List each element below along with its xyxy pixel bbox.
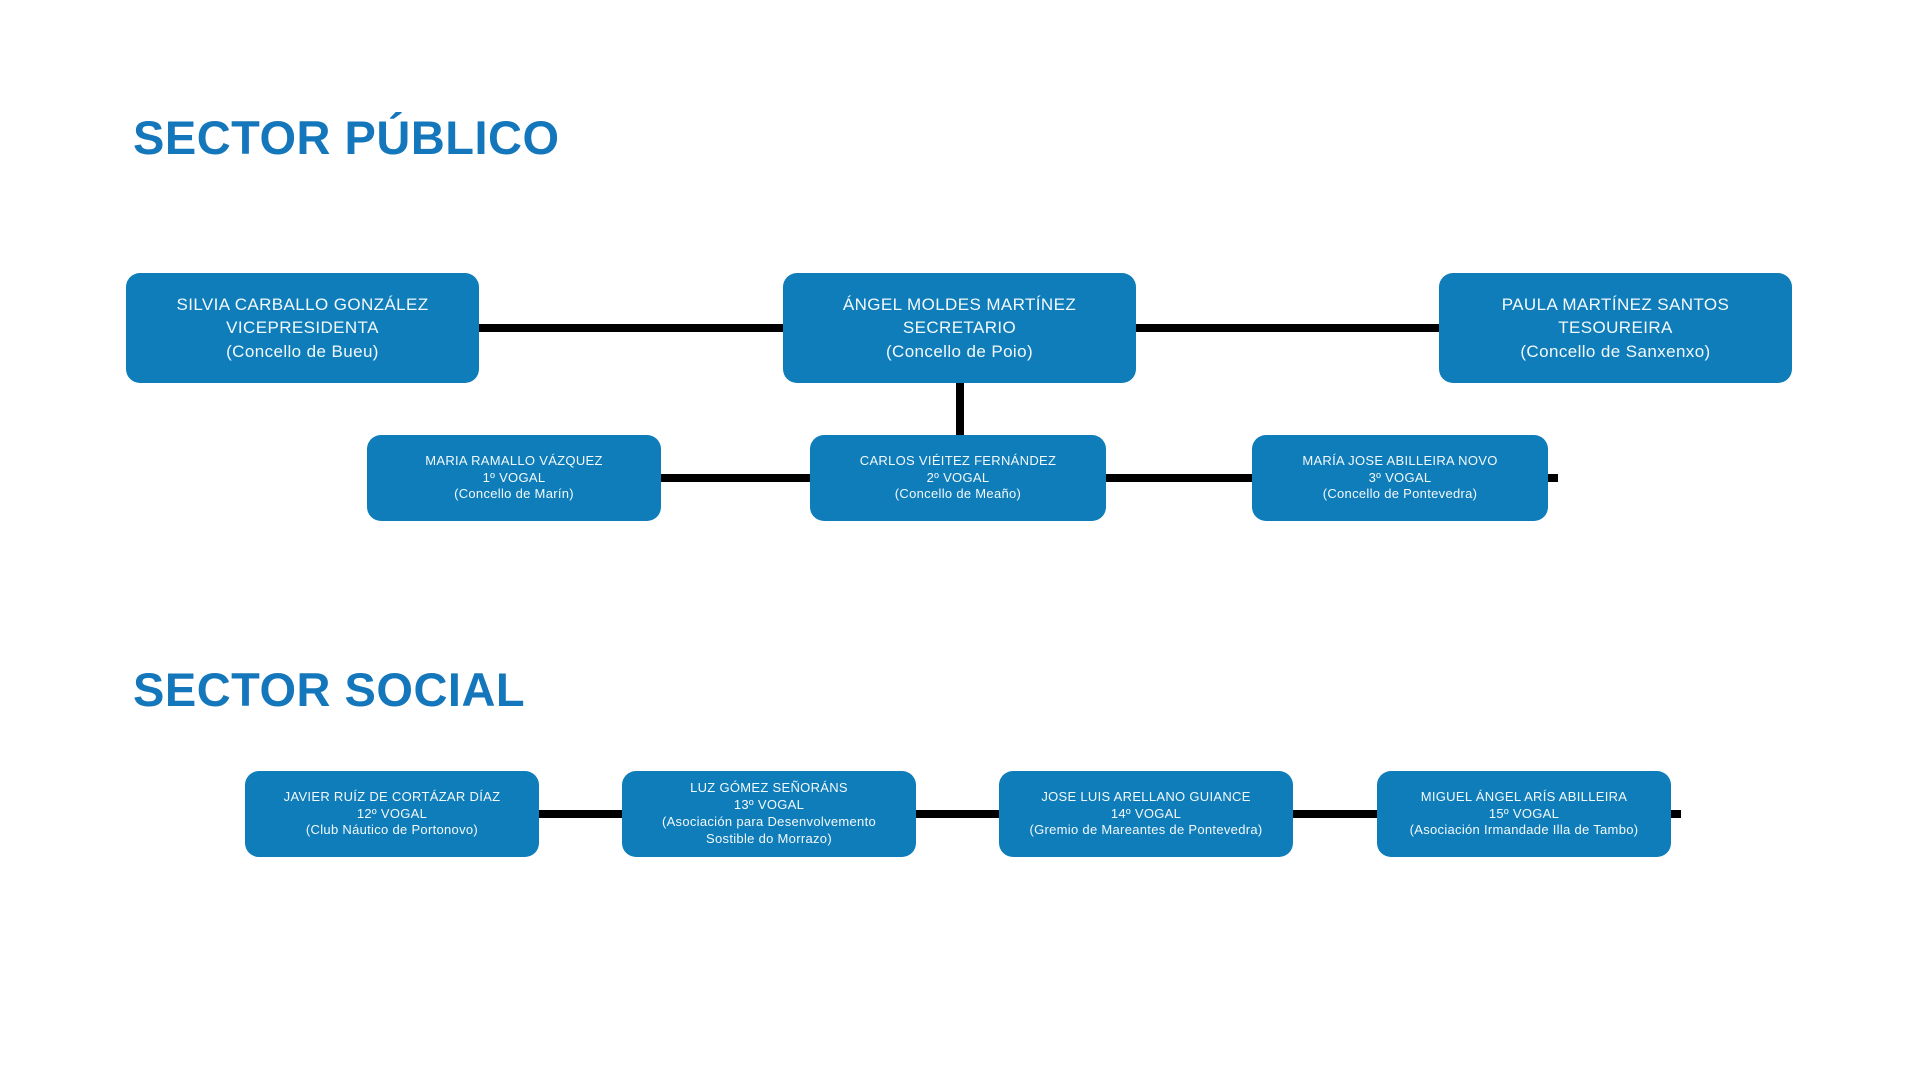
org-node-vogal-3: MARÍA JOSE ABILLEIRA NOVO 3º VOGAL (Conc… <box>1252 435 1548 521</box>
person-org: (Concello de Poio) <box>885 341 1034 361</box>
person-org: (Club Náutico de Portonovo) <box>305 822 479 838</box>
org-node-vogal-13: LUZ GÓMEZ SEÑORÁNS 13º VOGAL (Asociación… <box>622 771 916 857</box>
person-org: (Asociación Irmandade Illa de Tambo) <box>1409 822 1639 838</box>
person-name: JAVIER RUÍZ DE CORTÁZAR DÍAZ <box>283 788 501 804</box>
person-name: PAULA MARTÍNEZ SANTOS <box>1501 294 1730 314</box>
person-role: 3º VOGAL <box>1368 469 1432 485</box>
section-title-sector-publico: SECTOR PÚBLICO <box>133 111 560 164</box>
connector-line <box>1106 474 1252 482</box>
connector-line <box>661 474 810 482</box>
person-org: (Concello de Meaño) <box>894 486 1022 502</box>
org-node-vogal-2: CARLOS VIÉITEZ FERNÁNDEZ 2º VOGAL (Conce… <box>810 435 1106 521</box>
org-node-secretario: ÁNGEL MOLDES MARTÍNEZ SECRETARIO (Concel… <box>783 273 1136 383</box>
person-name: MARÍA JOSE ABILLEIRA NOVO <box>1302 452 1498 468</box>
person-name: CARLOS VIÉITEZ FERNÁNDEZ <box>859 452 1057 468</box>
person-role: VICEPRESIDENTA <box>226 318 379 338</box>
person-name: MARIA RAMALLO VÁZQUEZ <box>425 452 603 468</box>
person-role: 14º VOGAL <box>1110 805 1182 821</box>
connector-line <box>479 324 783 332</box>
person-role: TESOUREIRA <box>1558 318 1673 338</box>
connector-line <box>916 810 999 818</box>
person-role: SECRETARIO <box>902 318 1017 338</box>
org-node-vogal-15: MIGUEL ÁNGEL ARÍS ABILLEIRA 15º VOGAL (A… <box>1377 771 1671 857</box>
connector-line <box>1293 810 1377 818</box>
person-name: MIGUEL ÁNGEL ARÍS ABILLEIRA <box>1420 788 1628 804</box>
connector-line <box>1671 810 1681 818</box>
person-role: 13º VOGAL <box>733 797 805 813</box>
person-role: 1º VOGAL <box>482 469 546 485</box>
org-node-vogal-14: JOSE LUIS ARELLANO GUIANCE 14º VOGAL (Gr… <box>999 771 1293 857</box>
person-org: (Gremio de Mareantes de Pontevedra) <box>1029 822 1263 838</box>
person-name: LUZ GÓMEZ SEÑORÁNS <box>690 780 848 796</box>
person-org: (Concello de Marín) <box>454 486 574 502</box>
connector-line <box>1135 324 1439 332</box>
person-org: (Concello de Sanxenxo) <box>1520 341 1711 361</box>
org-node-tesoureira: PAULA MARTÍNEZ SANTOS TESOUREIRA (Concel… <box>1439 273 1792 383</box>
person-role: 2º VOGAL <box>926 469 990 485</box>
org-node-vogal-12: JAVIER RUÍZ DE CORTÁZAR DÍAZ 12º VOGAL (… <box>245 771 539 857</box>
person-org: (Asociación para Desenvolvemento Sostibl… <box>661 814 877 846</box>
connector-line <box>1548 474 1558 482</box>
org-node-vicepresidenta: SILVIA CARBALLO GONZÁLEZ VICEPRESIDENTA … <box>126 273 479 383</box>
person-name: SILVIA CARBALLO GONZÁLEZ <box>176 294 429 314</box>
connector-line <box>539 810 622 818</box>
person-org: (Concello de Bueu) <box>226 341 379 361</box>
person-role: 15º VOGAL <box>1488 805 1560 821</box>
person-org: (Concello de Pontevedra) <box>1322 486 1478 502</box>
org-node-vogal-1: MARIA RAMALLO VÁZQUEZ 1º VOGAL (Concello… <box>367 435 661 521</box>
person-role: 12º VOGAL <box>356 805 428 821</box>
section-title-sector-social: SECTOR SOCIAL <box>133 663 526 716</box>
connector-line <box>956 380 964 440</box>
person-name: JOSE LUIS ARELLANO GUIANCE <box>1041 788 1251 804</box>
person-name: ÁNGEL MOLDES MARTÍNEZ <box>842 294 1077 314</box>
